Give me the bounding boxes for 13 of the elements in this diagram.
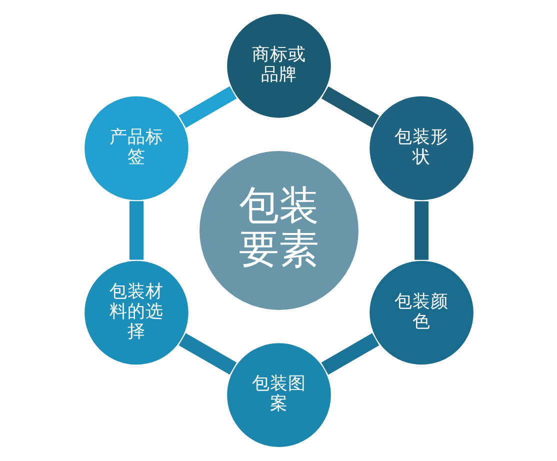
connector	[178, 86, 236, 128]
node-circle: 商标或品牌	[224, 12, 332, 120]
connector	[320, 333, 379, 375]
connector	[320, 86, 379, 128]
node-circle: 包装要素	[197, 149, 360, 312]
node-circle: 包装形状	[367, 94, 475, 202]
node-circle: 包装图案	[224, 341, 332, 449]
connector	[178, 333, 236, 375]
node-circle: 包装颜色	[367, 259, 475, 366]
node-circle: 产品标签	[82, 94, 190, 202]
node-circle: 包装材料的选择	[82, 259, 190, 366]
connector	[414, 201, 428, 260]
connector	[128, 201, 144, 260]
